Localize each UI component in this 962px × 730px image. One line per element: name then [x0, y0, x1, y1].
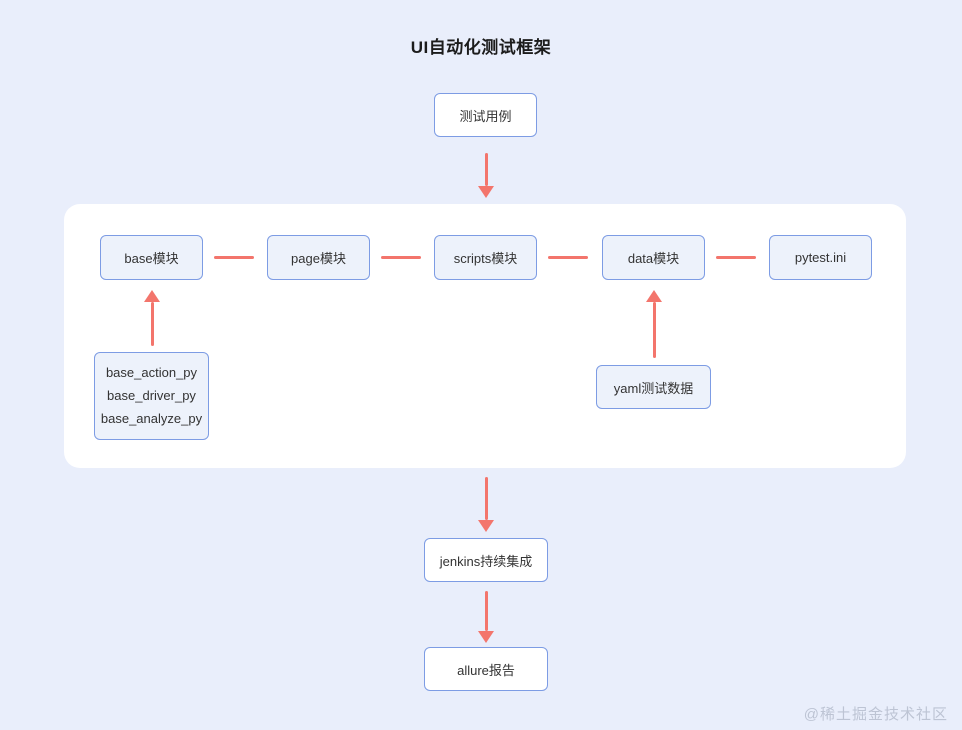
- connector-page-scripts: [381, 256, 421, 259]
- arrow-down-panel-to-jenkins: [478, 477, 494, 532]
- arrow-head-icon: [478, 520, 494, 532]
- node-pytest-ini: pytest.ini: [769, 235, 872, 280]
- arrow-shaft: [484, 153, 488, 186]
- arrow-shaft: [484, 477, 488, 520]
- arrow-down-testcase-to-panel: [478, 153, 494, 198]
- arrow-shaft: [484, 591, 488, 631]
- base-file-label: base_driver_py: [107, 388, 196, 403]
- connector-base-page: [214, 256, 254, 259]
- node-allure: allure报告: [424, 647, 548, 691]
- node-base-files: base_action_py base_driver_py base_analy…: [94, 352, 209, 440]
- node-data-module: data模块: [602, 235, 705, 280]
- node-jenkins: jenkins持续集成: [424, 538, 548, 582]
- arrow-shaft: [150, 302, 154, 346]
- watermark: @稀土掘金技术社区: [803, 706, 948, 723]
- arrow-head-icon: [646, 290, 662, 302]
- base-file-label: base_analyze_py: [100, 411, 203, 426]
- node-scripts-module: scripts模块: [434, 235, 537, 280]
- connector-scripts-data: [548, 256, 588, 259]
- arrow-up-basefiles-to-base: [144, 290, 160, 346]
- base-file-label: base_action_py: [105, 365, 198, 380]
- arrow-shaft: [652, 302, 656, 358]
- arrow-head-icon: [144, 290, 160, 302]
- node-yaml-data: yaml测试数据: [596, 365, 711, 409]
- arrow-head-icon: [478, 186, 494, 198]
- arrow-up-yaml-to-data: [646, 290, 662, 358]
- arrow-down-jenkins-to-allure: [478, 591, 494, 643]
- connector-data-pytest: [716, 256, 756, 259]
- node-base-module: base模块: [100, 235, 203, 280]
- diagram-title: UI自动化测试框架: [410, 38, 552, 57]
- arrow-head-icon: [478, 631, 494, 643]
- node-test-case: 测试用例: [434, 93, 537, 137]
- node-page-module: page模块: [267, 235, 370, 280]
